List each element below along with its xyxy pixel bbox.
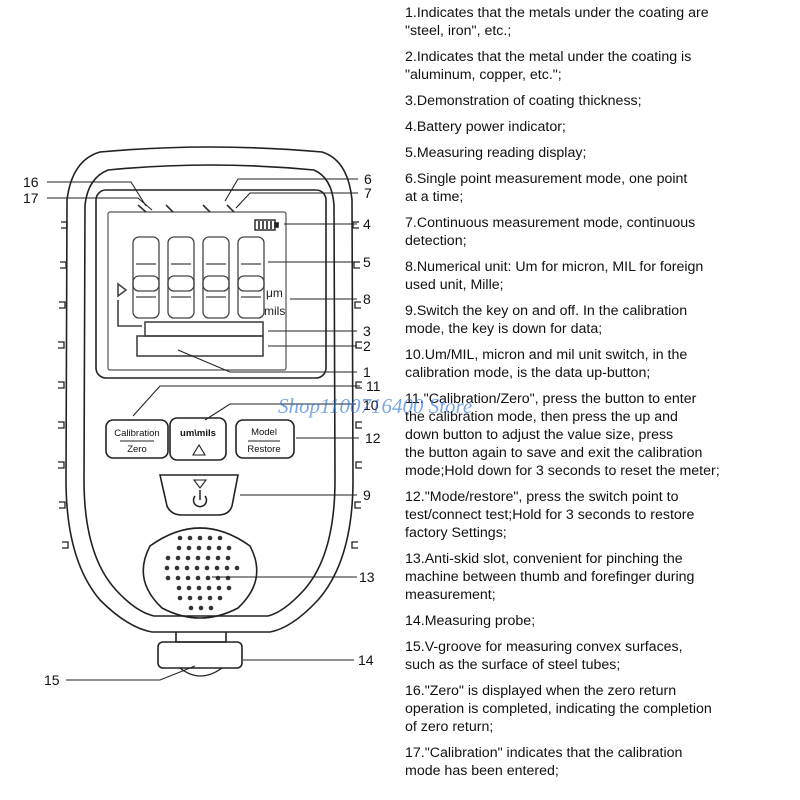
- grip-area: [142, 527, 258, 619]
- callout-13: 13: [359, 569, 375, 585]
- metal-type-bar: [136, 335, 264, 357]
- unit-button-label: um\mils: [180, 428, 216, 439]
- measuring-probe: [157, 641, 243, 669]
- upper-digits: [132, 236, 265, 292]
- callout-12: 12: [365, 430, 381, 446]
- note-11: 11."Calibration/Zero", press the button …: [405, 391, 720, 479]
- power-button[interactable]: [158, 474, 239, 516]
- callout-6: 6: [364, 171, 372, 187]
- battery-icon: [254, 219, 279, 231]
- note-13: 13.Anti-skid slot, convenient for pinchi…: [405, 551, 695, 603]
- grip-dots: [164, 535, 240, 611]
- callout-8: 8: [363, 291, 371, 307]
- lcd-unit-um: μm: [266, 286, 283, 300]
- unit-button[interactable]: [169, 417, 227, 461]
- note-5: 5.Measuring reading display;: [405, 145, 587, 161]
- note-10: 10.Um/MIL, micron and mil unit switch, i…: [405, 347, 688, 381]
- lcd-unit-mils: mils: [264, 304, 285, 318]
- calibration-button[interactable]: [105, 419, 169, 459]
- note-1: 1.Indicates that the metals under the co…: [405, 5, 709, 39]
- note-7: 7.Continuous measurement mode, continuou…: [405, 215, 696, 249]
- left-notches: [58, 221, 69, 549]
- note-9: 9.Switch the key on and off. In the cali…: [405, 303, 688, 337]
- thickness-bar: [144, 321, 264, 337]
- shop-watermark: Shop1100716400 Store: [278, 394, 473, 418]
- callout-17: 17: [23, 190, 39, 206]
- lower-digits: [132, 275, 265, 319]
- calibration-button-label: Calibration: [114, 428, 159, 439]
- callout-11: 11: [366, 378, 381, 394]
- screen-bezel: [95, 189, 327, 379]
- power-icon: [192, 490, 208, 508]
- callout-14: 14: [358, 652, 374, 668]
- note-15: 15.V-groove for measuring convex surface…: [405, 639, 683, 673]
- callout-1: 1: [363, 364, 371, 380]
- callout-2: 2: [363, 338, 371, 354]
- callout-7: 7: [364, 185, 372, 201]
- callout-5: 5: [363, 254, 371, 270]
- note-3: 3.Demonstration of coating thickness;: [405, 93, 642, 109]
- note-16: 16."Zero" is displayed when the zero ret…: [405, 683, 712, 735]
- note-6: 6.Single point measurement mode, one poi…: [405, 171, 688, 205]
- callout-16: 16: [23, 174, 39, 190]
- callout-15: 15: [44, 672, 60, 688]
- note-17: 17."Calibration" indicates that the cali…: [405, 745, 683, 779]
- notes-list: 1.Indicates that the metals under the co…: [405, 4, 797, 788]
- restore-button-label: Restore: [247, 444, 280, 455]
- note-4: 4.Battery power indicator;: [405, 119, 566, 135]
- up-triangle-icon: [192, 443, 206, 456]
- lcd-screen: [107, 211, 287, 371]
- note-12: 12."Mode/restore", press the switch poin…: [405, 489, 695, 541]
- leader-lines: [47, 178, 360, 681]
- device-diagram: μm mils Calibration Zero um\mils Model R…: [23, 146, 381, 688]
- lcd-left-bracket: [117, 300, 142, 327]
- callout-4: 4: [363, 216, 371, 232]
- callout-10: 10: [363, 397, 379, 413]
- device-inner-body: [83, 164, 336, 617]
- callout-9: 9: [363, 487, 371, 503]
- model-button-label: Model: [251, 427, 277, 438]
- model-button[interactable]: [235, 419, 295, 459]
- probe-neck: [175, 632, 227, 643]
- down-triangle-icon: [192, 479, 208, 489]
- note-14: 14.Measuring probe;: [405, 613, 536, 629]
- zero-button-label: Zero: [127, 444, 147, 455]
- note-2: 2.Indicates that the metal under the coa…: [405, 49, 692, 83]
- device-outer-body: [65, 146, 354, 633]
- note-8: 8.Numerical unit: Um for micron, MIL for…: [405, 259, 704, 293]
- right-notches: [351, 221, 362, 549]
- lcd-arrow-icon: [117, 282, 128, 298]
- callout-3: 3: [363, 323, 371, 339]
